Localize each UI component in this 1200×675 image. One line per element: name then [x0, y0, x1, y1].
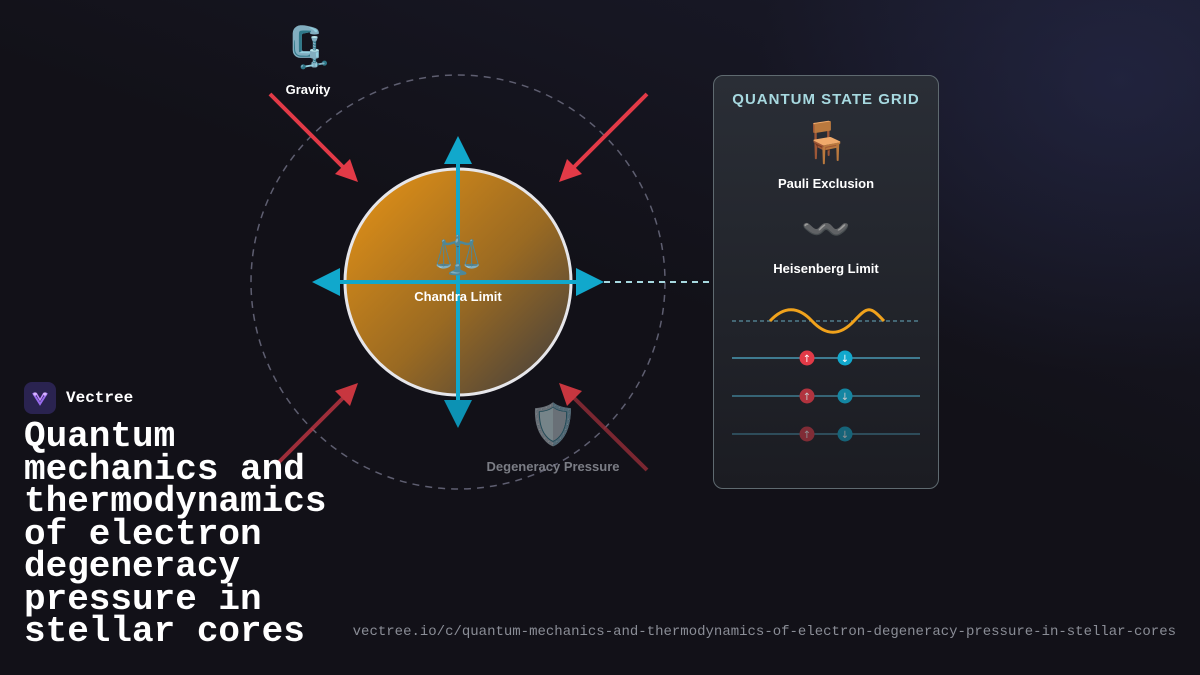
- inward-arrow-top-left-head: [335, 159, 358, 182]
- spin-up-electron: [799, 388, 815, 404]
- outward-arrows: [312, 136, 604, 428]
- spin-up-electron-arrow: ↑: [803, 430, 811, 441]
- pauli-exclusion-label: Pauli Exclusion: [777, 176, 875, 191]
- inward-arrow-top-left: [268, 92, 350, 174]
- inward-arrow-bottom-left-head: [335, 383, 358, 406]
- shield-icon: 🛡️: [528, 402, 578, 448]
- inward-arrow-top-right: [567, 92, 649, 174]
- spin-up-electron-arrow: ↑: [803, 354, 811, 365]
- spin-down-electron: [837, 388, 853, 404]
- scales-icon: ⚖️: [434, 233, 482, 277]
- spin-down-electron-arrow: ↓: [841, 354, 849, 365]
- brand[interactable]: Vectree: [24, 382, 133, 414]
- spin-down-electron-arrow: ↓: [841, 430, 849, 441]
- inward-arrow-bottom-left: [276, 391, 350, 465]
- wave-packet: [768, 308, 886, 334]
- wavy-dash-icon: 〰️: [801, 207, 851, 253]
- gravity-label: Gravity: [285, 82, 331, 97]
- spin-grid: ↑↓↑↓↑↓: [732, 308, 920, 442]
- spin-down-electron-arrow: ↓: [841, 392, 849, 403]
- heisenberg-limit-label: Heisenberg Limit: [773, 261, 879, 276]
- spin-down-electron: [837, 426, 853, 442]
- outward-arrow-up-head: [444, 136, 472, 164]
- spin-row: ↑↓: [732, 388, 920, 404]
- spin-down-electron: [837, 350, 853, 366]
- outward-arrow-right-head: [576, 268, 604, 296]
- inward-arrow-top-right-head: [559, 159, 582, 182]
- spin-rows: ↑↓↑↓↑↓: [732, 350, 920, 442]
- clamp-icon: 🗜️: [283, 25, 333, 71]
- brand-name: Vectree: [66, 389, 134, 407]
- outward-arrow-left-head: [312, 268, 340, 296]
- quantum-state-grid-panel: QUANTUM STATE GRID 🪑 Pauli Exclusion 〰️ …: [713, 75, 939, 489]
- spin-row: ↑↓: [732, 426, 920, 442]
- chair-icon: 🪑: [801, 120, 851, 166]
- inward-arrow-bottom-right: [567, 391, 649, 472]
- inward-arrows: [268, 92, 649, 472]
- degeneracy-pressure-label: Degeneracy Pressure: [486, 459, 620, 474]
- spin-up-electron: [799, 426, 815, 442]
- vectree-logo-icon: [24, 382, 56, 414]
- spin-up-electron: [799, 350, 815, 366]
- outward-arrow-down-head: [444, 400, 472, 428]
- chandra-limit-label: Chandra Limit: [414, 289, 502, 304]
- spin-up-electron-arrow: ↑: [803, 392, 811, 403]
- spin-row: ↑↓: [732, 350, 920, 366]
- page-title: Quantum mechanics and thermodynamics of …: [24, 416, 327, 652]
- panel-title: QUANTUM STATE GRID: [732, 91, 920, 108]
- source-url[interactable]: vectree.io/c/quantum-mechanics-and-therm…: [352, 624, 1176, 640]
- inward-arrow-bottom-right-head: [559, 383, 582, 406]
